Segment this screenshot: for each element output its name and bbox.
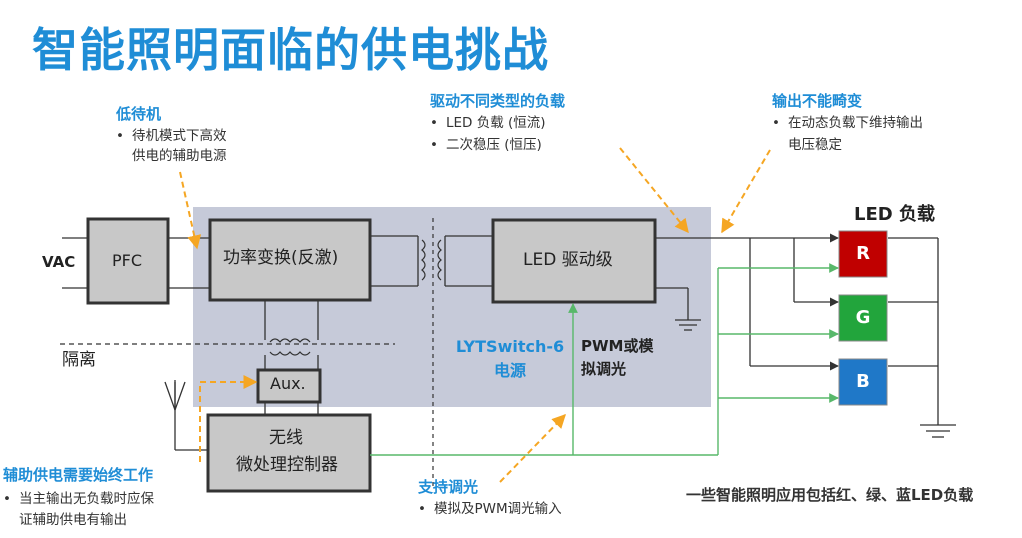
led-load-label: LED 负载: [854, 204, 935, 225]
pfc-label: PFC: [112, 251, 143, 270]
mcu-label-1: 无线: [269, 428, 303, 448]
dimming-bullet-1: •模拟及PWM调光输入: [418, 501, 562, 517]
converter-block: [208, 218, 372, 302]
pwm-label-2: 拟调光: [581, 360, 627, 378]
converter-label: 功率变换(反激): [223, 248, 339, 268]
aux-supply-bullet-2: 证辅助供电有输出: [19, 512, 127, 528]
aux-supply-heading: 辅助供电需要始终工作: [3, 466, 154, 484]
led-green: [838, 294, 888, 342]
led-r-label: R: [856, 243, 870, 264]
dimming-heading: 支持调光: [418, 478, 479, 496]
aux-block: [256, 368, 322, 404]
output-bullet-2: 电压稳定: [788, 137, 842, 153]
mcu-label-2: 微处理控制器: [236, 455, 338, 475]
led-driver-block: [491, 218, 657, 304]
vac-label: VAC: [42, 253, 76, 271]
standby-heading: 低待机: [116, 105, 162, 123]
footer-note: 一些智能照明应用包括红、绿、蓝LED负载: [686, 486, 974, 504]
mcu-block: [206, 413, 372, 493]
isolation-label: 隔离: [62, 350, 96, 370]
led-b-label: B: [856, 371, 870, 392]
drive-heading: 驱动不同类型的负载: [430, 92, 566, 110]
drive-bullet-1: •LED 负载 (恒流): [430, 115, 546, 131]
led-g-label: G: [855, 307, 871, 328]
lytswitch-label-1: LYTSwitch-6: [455, 337, 565, 356]
drive-bullet-2: •二次稳压 (恒压): [430, 137, 542, 153]
led-red: [838, 230, 888, 278]
standby-bullet-2: 供电的辅助电源: [132, 148, 227, 164]
page-title: 智能照明面临的供电挑战: [32, 23, 549, 77]
output-bullet-1: •在动态负载下维持输出: [772, 115, 923, 131]
aux-label: Aux.: [270, 374, 306, 393]
aux-supply-bullet-1: •当主输出无负载时应保: [3, 491, 154, 507]
pfc-block: [86, 217, 170, 305]
led-driver-label: LED 驱动级: [523, 250, 613, 270]
lytswitch-label-2: 电源: [493, 361, 526, 380]
led-blue: [838, 358, 888, 406]
output-heading: 输出不能畸变: [772, 92, 863, 110]
pwm-label-1: PWM或模: [581, 337, 654, 355]
standby-bullet-1: •待机模式下高效: [116, 128, 227, 144]
